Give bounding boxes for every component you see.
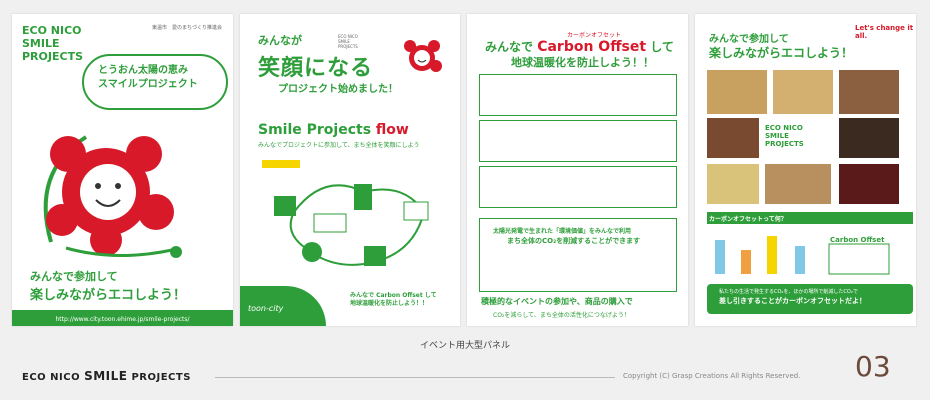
panel-events: Let's change it all. みんなで参加して 楽しみながらエコしよ… xyxy=(695,14,916,326)
flow-title-text: Smile Projects xyxy=(258,122,372,138)
mid-heading: 太陽光発電で生まれた「環境価値」をみんなで利用 xyxy=(493,228,632,235)
speech-bubble xyxy=(82,54,228,110)
mini-logo-line: SMILE xyxy=(338,39,350,44)
step-box xyxy=(479,166,677,208)
carbon-offset-label: Carbon Offset xyxy=(830,236,885,244)
event-photo xyxy=(707,70,767,114)
panel-carbon-offset: カーボンオフセット みんなで Carbon Offset して 地球温暖化を防止… xyxy=(467,14,688,326)
flow-subtitle: みんなでプロジェクトに参加して、まち全体を笑顔にしよう xyxy=(258,142,420,149)
brand-mid: SMILE xyxy=(84,369,128,383)
flow-title: Smile Projects flow xyxy=(258,122,409,138)
eco-line: SMILE xyxy=(765,132,789,140)
title-line: ECO NICO xyxy=(22,24,82,37)
eco-line: ECO NICO xyxy=(765,124,803,132)
panel-cover: ECO NICO SMILE PROJECTS 東温市 愛のまちづくり推進会 と… xyxy=(12,14,233,326)
subtitle-line: とうおん太陽の恵み xyxy=(98,65,188,76)
event-photo xyxy=(773,70,833,114)
mini-mascot-icon xyxy=(404,40,442,72)
lets-change-tagline: Let's change it all. xyxy=(855,24,914,40)
event-photo xyxy=(839,70,899,114)
image-caption: イベント用大型パネル xyxy=(419,341,510,351)
mid-subheading: まち全体のCO₂を削減することができます xyxy=(507,237,641,245)
title-line: PROJECTS xyxy=(22,50,83,63)
footer-line-1: みんなで Carbon Offset して xyxy=(350,292,437,299)
carbon-title-post: して xyxy=(650,40,674,54)
footer-line-2: 地球温暖化を防止しよう！！ xyxy=(350,300,429,307)
step-box xyxy=(479,74,677,116)
url-bar xyxy=(12,310,233,326)
smile-mascot-logo xyxy=(43,135,182,258)
carbon-title-pre: みんなで xyxy=(485,40,534,54)
subtitle-line: スマイルプロジェクト xyxy=(98,79,198,90)
bottom-heading: 積極的なイベントの参加や、商品の購入で xyxy=(481,297,633,306)
events-logo-text: ECO NICO SMILE PROJECTS xyxy=(765,124,804,148)
mini-logo-line: ECO NICO xyxy=(338,34,358,39)
carbon-offset-kana: カーボンオフセット xyxy=(567,32,622,39)
carbon-question-bar xyxy=(707,212,913,224)
events-title-2: 楽しみながらエコしよう！ xyxy=(709,46,854,60)
footer-divider xyxy=(215,377,615,378)
event-photo xyxy=(765,164,831,204)
events-title-1: みんなで参加して xyxy=(709,34,789,45)
flow-diagram xyxy=(262,160,429,266)
carbon-definition-line-1: 私たちの生活で発生するCO₂を、ほかの場所で削減したCO₂で xyxy=(719,289,858,295)
panel-flow: みんなが ECO NICO SMILE PROJECTS 笑顔になる プロジェク… xyxy=(240,14,460,326)
carbon-title: みんなで Carbon Offset して xyxy=(485,38,674,55)
title-line: SMILE xyxy=(22,37,60,50)
carbon-definition-line-2: 差し引きすることがカーボンオフセットだよ！ xyxy=(719,297,866,305)
project-url: http://www.city.toon.ehime.jp/smile-proj… xyxy=(55,316,190,323)
project-subtitle: とうおん太陽の恵み スマイルプロジェクト xyxy=(98,64,198,92)
toon-city-label: toon-city xyxy=(248,304,284,313)
event-photo xyxy=(839,118,899,158)
event-photo xyxy=(707,164,759,204)
offset-diagram xyxy=(715,236,890,275)
carbon-question: カーボンオフセットって何？ xyxy=(709,216,787,223)
slogan-line-2: 楽しみながらエコしよう！ xyxy=(30,288,187,303)
carbon-subtitle: 地球温暖化を防止しよう！！ xyxy=(511,56,654,69)
carbon-definition-box xyxy=(707,284,913,314)
eco-line: PROJECTS xyxy=(765,140,804,148)
slogan-line-1: みんなで参加して xyxy=(30,270,118,283)
headline-top: みんなが xyxy=(258,34,302,47)
brand-post: PROJECTS xyxy=(131,372,191,383)
organization-label: 東温市 愛のまちづくり推進会 xyxy=(152,25,223,31)
panel-cover-title: ECO NICO SMILE PROJECTS xyxy=(22,24,83,63)
mini-logo-line: PROJECTS xyxy=(338,44,358,49)
carbon-title-accent: Carbon Offset xyxy=(537,39,647,55)
headline-big: 笑顔になる xyxy=(258,56,374,81)
brand-pre: ECO NICO xyxy=(22,372,81,383)
mini-logo-text: ECO NICO SMILE PROJECTS xyxy=(338,34,358,49)
page-number: 03 xyxy=(855,350,891,383)
flow-title-accent: flow xyxy=(375,122,409,138)
bottom-subheading: CO₂を減らして、まち全体の活性化につなげよう！ xyxy=(493,312,630,319)
footer-brand: ECO NICO SMILE PROJECTS xyxy=(22,369,191,383)
step-box xyxy=(479,218,677,292)
headline-start: プロジェクト始めました！ xyxy=(278,84,398,95)
event-photo xyxy=(707,118,759,158)
step-box xyxy=(479,120,677,162)
event-photo xyxy=(839,164,899,204)
copyright: Copyright (C) Grasp Creations All Rights… xyxy=(623,372,801,380)
